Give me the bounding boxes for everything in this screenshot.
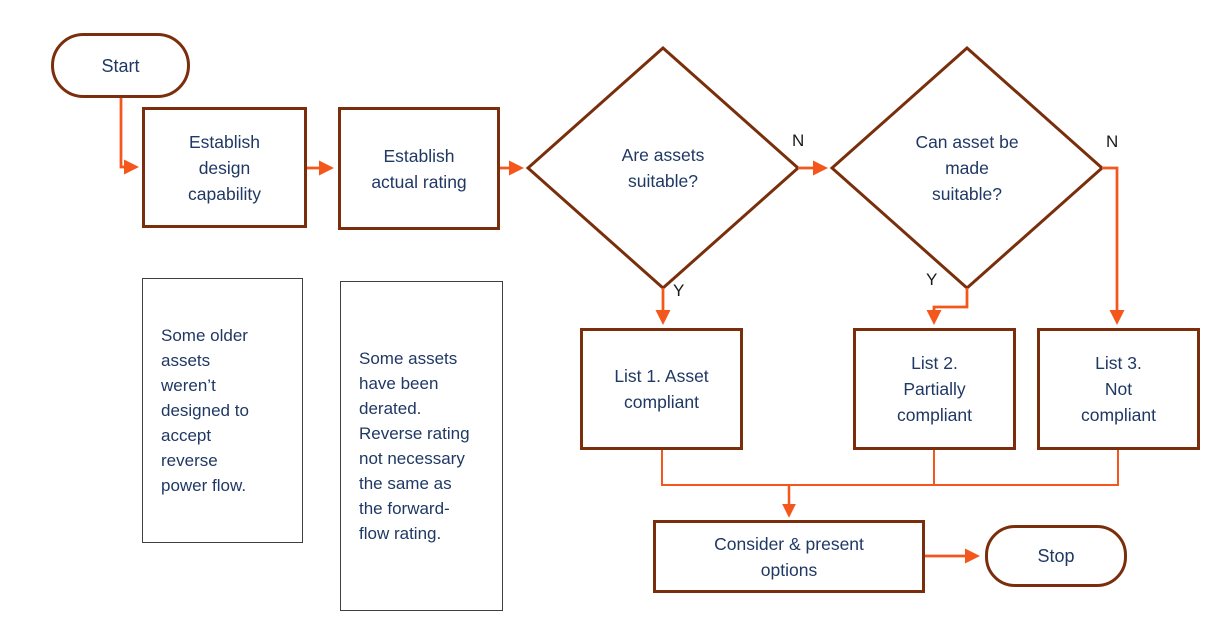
- establish-actual-rating-label: Establish actual rating: [371, 145, 467, 192]
- list3-not-compliant-label: List 3. Not compliant: [1081, 353, 1156, 425]
- connector-made-suitable-yes-to-list2: [926, 288, 969, 326]
- note-derated-assets: Some assets have been derated. Reverse r…: [340, 281, 503, 611]
- list2-partially-compliant-box: List 2. Partially compliant: [853, 328, 1016, 450]
- are-assets-suitable-label: Are assets suitable?: [621, 145, 705, 191]
- start-node: Start: [51, 33, 190, 98]
- branch-label-assets-suitable-yes: Y: [673, 281, 685, 300]
- establish-design-capability-box: Establish design capability: [142, 107, 307, 228]
- branch-label-made-suitable-yes: Y: [926, 270, 938, 289]
- list3-not-compliant-box: List 3. Not compliant: [1037, 328, 1200, 450]
- branch-label-assets-suitable-no: N: [792, 131, 805, 150]
- list1-asset-compliant-box: List 1. Asset compliant: [580, 328, 743, 450]
- start-node-label: Start: [101, 55, 140, 76]
- establish-actual-rating-box: Establish actual rating: [338, 107, 500, 230]
- can-asset-be-made-suitable-label: Can asset be made suitable?: [915, 132, 1019, 204]
- note-older-assets: Some older assets weren’t designed to ac…: [142, 278, 303, 543]
- branch-label-made-suitable-no: N: [1106, 132, 1119, 151]
- establish-design-capability-label: Establish design capability: [188, 131, 261, 204]
- consider-present-options-label: Consider & present options: [714, 533, 864, 580]
- list2-partially-compliant-label: List 2. Partially compliant: [897, 353, 972, 425]
- consider-present-options-box: Consider & present options: [653, 520, 925, 593]
- connector-start-to-establish-design: [119, 98, 140, 175]
- list1-asset-compliant-label: List 1. Asset compliant: [614, 366, 709, 412]
- stop-node: Stop: [985, 525, 1127, 587]
- stop-node-label: Stop: [1037, 546, 1075, 566]
- connector-made-suitable-no-to-list3: [1102, 166, 1125, 326]
